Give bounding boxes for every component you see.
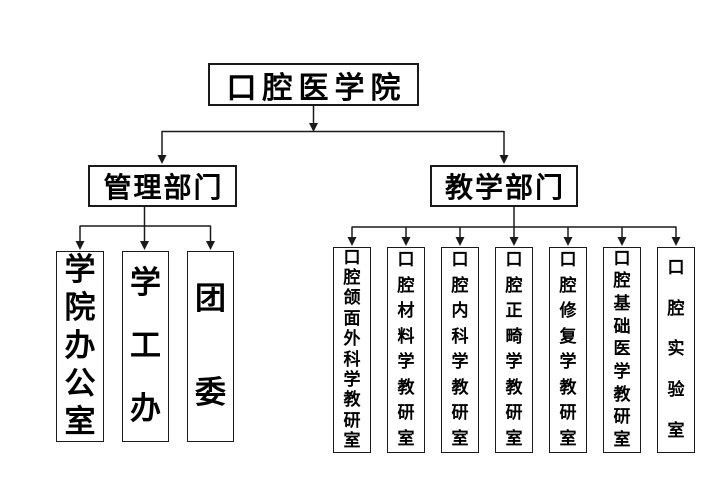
node-branch-management-label: 管理部门 [103, 171, 224, 204]
node-orthodontics: 口腔正畸学教研室 [495, 247, 533, 453]
node-branch-management: 管理部门 [88, 165, 237, 207]
node-oral-laboratory: 口腔实验室 [657, 247, 695, 453]
node-student-affairs-office: 学工办 [122, 251, 169, 442]
node-youth-league-committee: 团委 [187, 251, 234, 442]
node-root: 口腔医学院 [208, 63, 419, 106]
node-prosthodontics: 口腔修复学教研室 [549, 247, 587, 453]
node-basic-oral-medicine-label: 口腔基础医学教研室 [613, 248, 631, 451]
node-root-label: 口腔医学院 [226, 70, 407, 106]
connector-management [75, 207, 215, 250]
node-basic-oral-medicine: 口腔基础医学教研室 [603, 247, 641, 453]
node-oral-maxillofacial-surgery: 口腔颌面外科学教研室 [333, 247, 371, 453]
node-oral-laboratory-label: 口腔实验室 [667, 257, 685, 442]
node-branch-teaching-label: 教学部门 [444, 171, 565, 204]
node-oral-medicine-label: 口腔内科学教研室 [451, 250, 469, 449]
connector-root [157, 106, 509, 164]
node-youth-league-committee-label: 团委 [195, 280, 226, 412]
node-prosthodontics-label: 口腔修复学教研室 [559, 250, 577, 449]
node-dental-materials-label: 口腔材料学教研室 [397, 250, 415, 449]
node-dental-materials: 口腔材料学教研室 [387, 247, 425, 453]
node-college-office: 学院办公室 [56, 251, 104, 442]
connector-teaching [347, 207, 681, 246]
node-student-affairs-office-label: 学工办 [130, 265, 161, 427]
node-orthodontics-label: 口腔正畸学教研室 [505, 250, 523, 449]
node-branch-teaching: 教学部门 [430, 165, 578, 207]
node-oral-medicine: 口腔内科学教研室 [441, 247, 479, 453]
node-oral-maxillofacial-surgery-label: 口腔颌面外科学教研室 [343, 247, 361, 452]
node-college-office-label: 学院办公室 [64, 252, 96, 440]
